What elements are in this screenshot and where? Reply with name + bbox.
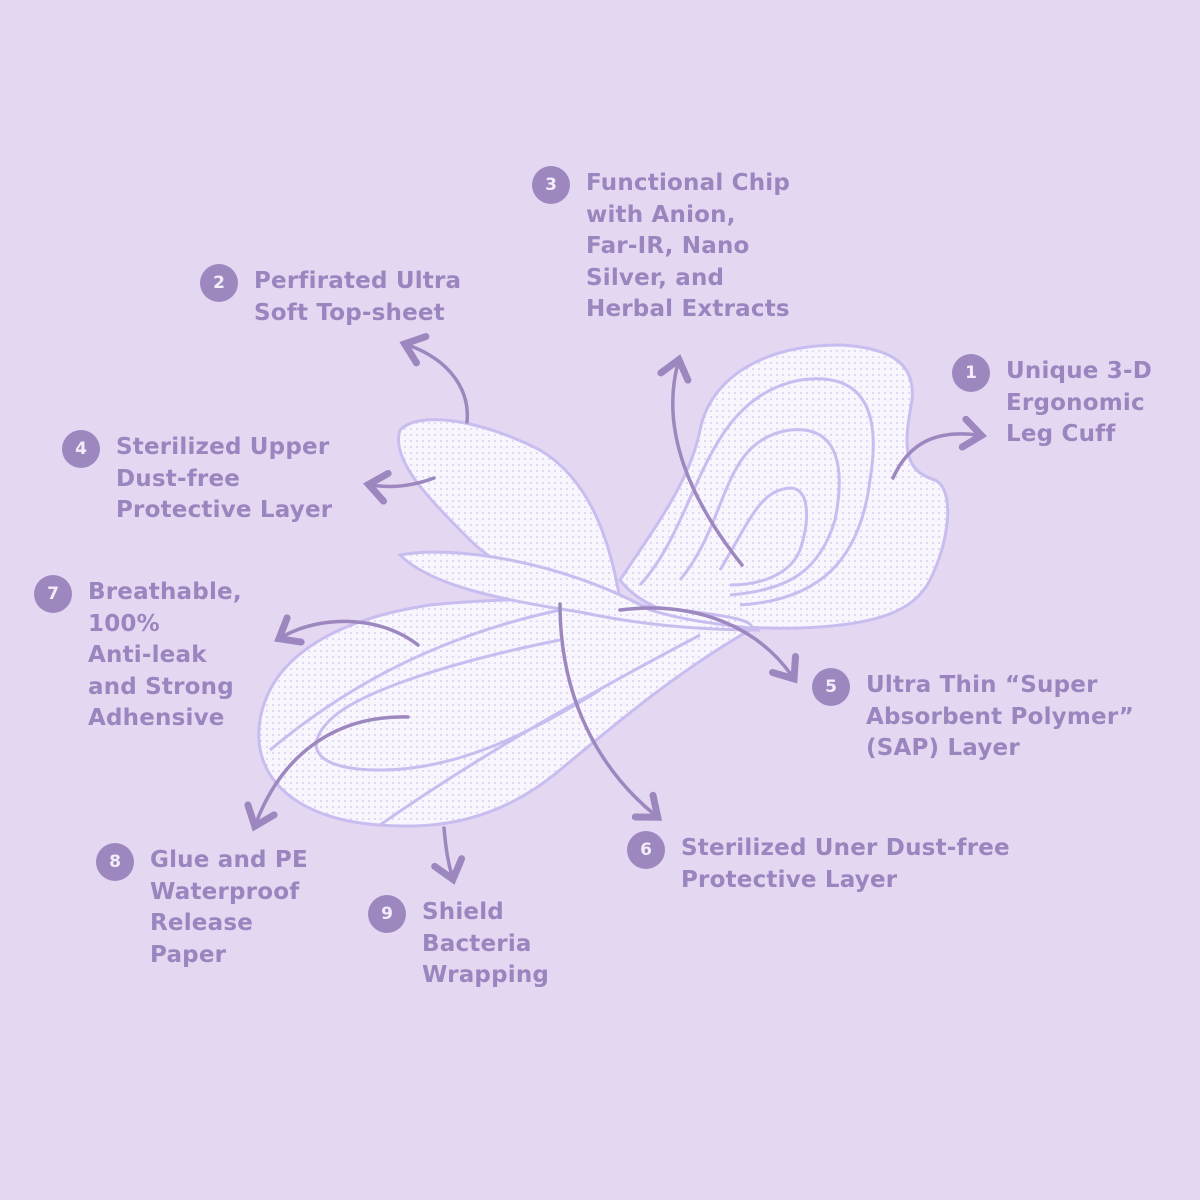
pad-back-wing bbox=[618, 343, 950, 630]
callout-label: Sterilized Upper Dust-free Protective La… bbox=[116, 434, 333, 523]
callout-number: 9 bbox=[368, 895, 406, 933]
callout-label: Glue and PE Waterproof Release Paper bbox=[150, 847, 308, 968]
callout-1: 1 Unique 3-D Ergonomic Leg Cuff bbox=[952, 354, 1153, 451]
callout-number: 3 bbox=[532, 166, 570, 204]
pad-layer-strip bbox=[396, 550, 761, 632]
callout-label: Breathable, 100% Anti-leak and Strong Ad… bbox=[88, 579, 242, 731]
arrow-9 bbox=[431, 826, 466, 885]
arrow-8 bbox=[244, 715, 410, 832]
callout-number: 6 bbox=[627, 831, 665, 869]
callout-6: 6 Sterilized Uner Dust-free Protective La… bbox=[627, 831, 1010, 896]
callout-8: 8 Glue and PE Waterproof Release Paper bbox=[96, 843, 308, 971]
callout-label: Sterilized Uner Dust-free Protective Lay… bbox=[681, 835, 1010, 893]
arrow-7 bbox=[274, 614, 420, 647]
callout-number: 8 bbox=[96, 843, 134, 881]
callout-4: 4 Sterilized Upper Dust-free Protective L… bbox=[62, 430, 333, 527]
callout-7: 7 Breathable, 100% Anti-leak and Strong A… bbox=[34, 575, 242, 735]
callout-number: 4 bbox=[62, 430, 100, 468]
arrow-3 bbox=[657, 354, 744, 567]
callout-number: 1 bbox=[952, 354, 990, 392]
callout-number: 5 bbox=[812, 668, 850, 706]
callout-5: 5 Ultra Thin “Super Absorbent Polymer” (S… bbox=[812, 668, 1135, 765]
callout-label: Unique 3-D Ergonomic Leg Cuff bbox=[1006, 358, 1153, 447]
arrow-5 bbox=[618, 606, 799, 684]
callout-9: 9 Shield Bacteria Wrapping bbox=[368, 895, 550, 992]
pad-front bbox=[257, 598, 754, 828]
callout-3: 3 Functional Chip with Anion, Far-IR, Nan… bbox=[532, 166, 791, 326]
callout-label: Functional Chip with Anion, Far-IR, Nano… bbox=[586, 170, 791, 322]
arrow-2 bbox=[399, 333, 469, 424]
callout-2: 2 Perfirated Ultra Soft Top-sheet bbox=[200, 264, 462, 329]
arrow-4 bbox=[363, 469, 436, 505]
callout-label: Ultra Thin “Super Absorbent Polymer” (SA… bbox=[866, 672, 1135, 761]
arrow-1 bbox=[891, 415, 988, 480]
callout-label: Perfirated Ultra Soft Top-sheet bbox=[254, 268, 462, 326]
callout-number: 2 bbox=[200, 264, 238, 302]
callout-label: Shield Bacteria Wrapping bbox=[422, 899, 550, 988]
callout-number: 7 bbox=[34, 575, 72, 613]
arrow-6 bbox=[558, 602, 663, 821]
